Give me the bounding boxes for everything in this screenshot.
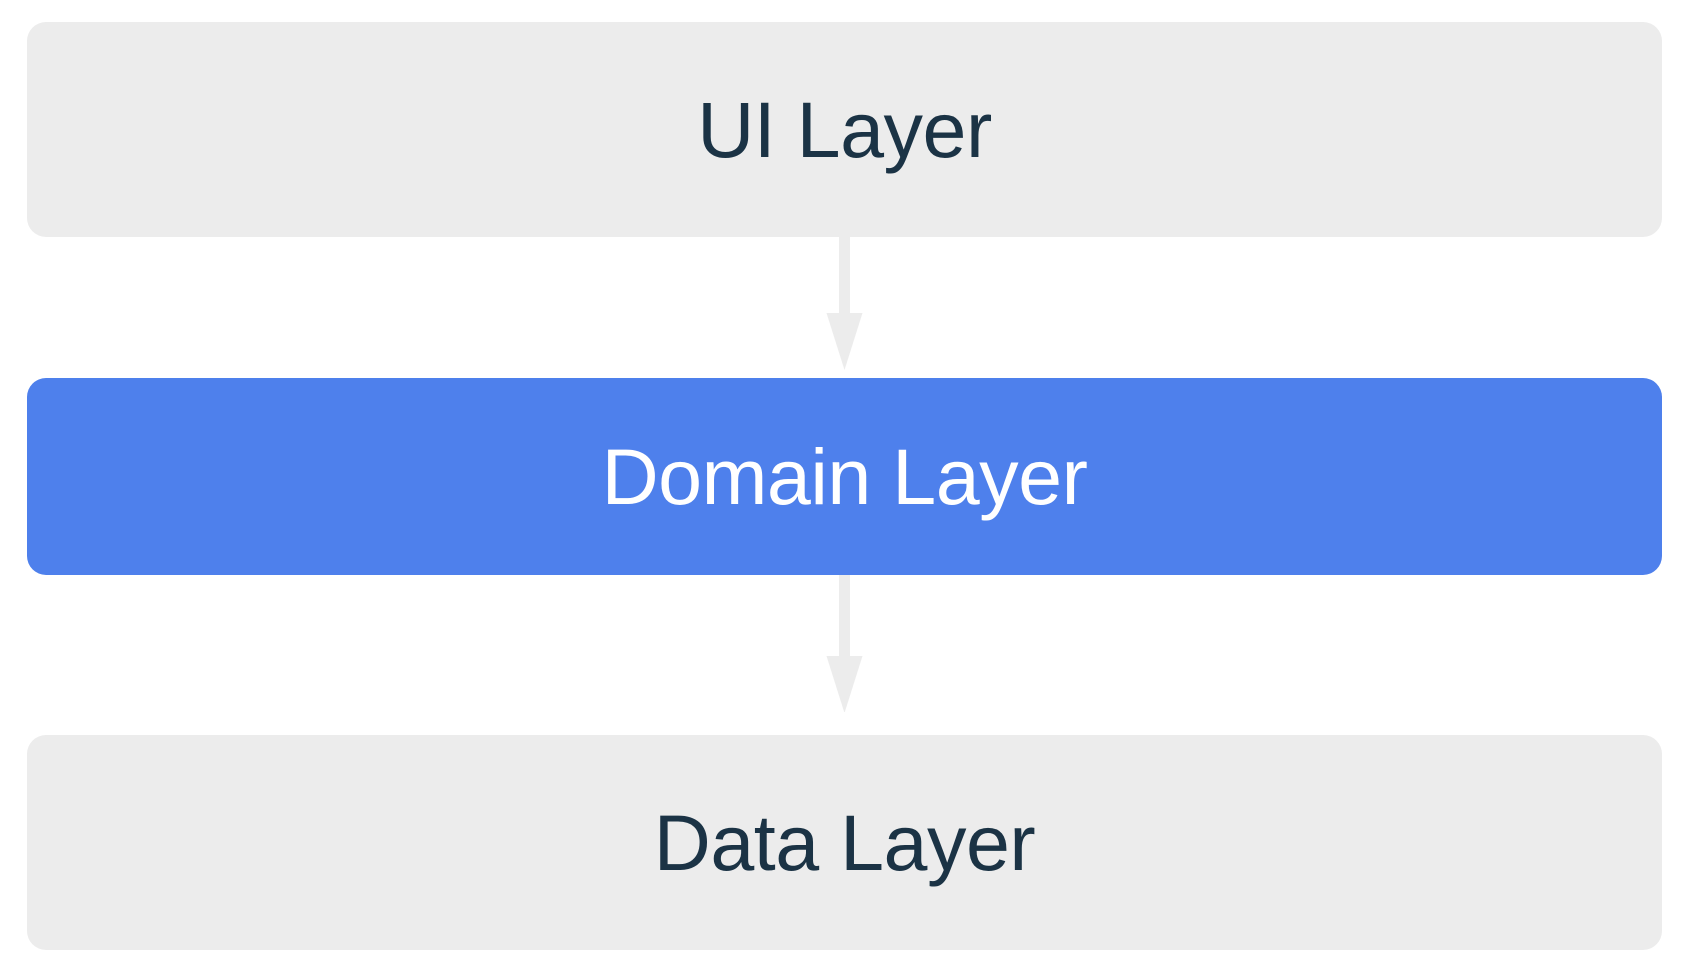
layer-node-ui[interactable]: UI Layer — [27, 22, 1662, 237]
layer-node-data-label: Data Layer — [653, 798, 1036, 887]
layer-node-domain[interactable]: Domain Layer — [27, 378, 1662, 575]
arrow-down-icon — [826, 575, 863, 712]
layer-node-data[interactable]: Data Layer — [27, 735, 1662, 950]
arrow-down-icon — [826, 232, 863, 370]
connector-domain-to-data — [0, 570, 1687, 712]
connector-ui-to-domain — [0, 232, 1687, 374]
layer-node-domain-label: Domain Layer — [601, 432, 1088, 521]
layer-node-ui-label: UI Layer — [697, 85, 992, 174]
